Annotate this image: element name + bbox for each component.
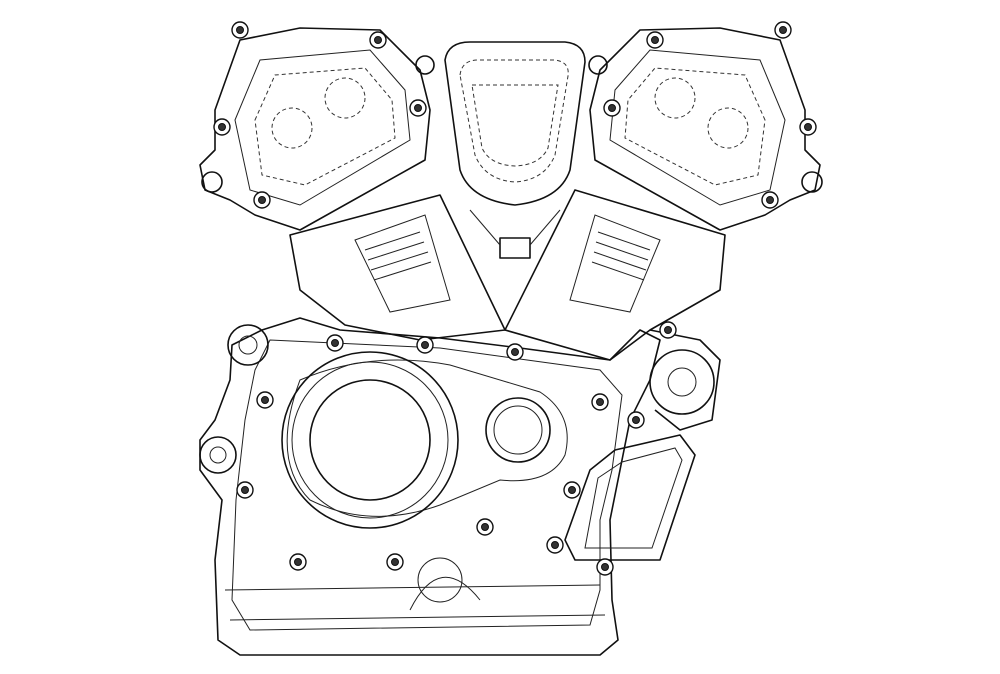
side-cover [564, 434, 696, 561]
bolt-center [481, 523, 489, 531]
bolt-center [511, 348, 519, 356]
bolt-center [596, 398, 604, 406]
bolt-center [804, 123, 812, 131]
bolt-center [331, 339, 339, 347]
bolt-center [421, 341, 429, 349]
bolt-center [632, 416, 640, 424]
bolt-center [414, 104, 422, 112]
right-cylinder [504, 189, 726, 361]
bolt-center [664, 326, 672, 334]
bolt-center [374, 36, 382, 44]
bolt-center [261, 396, 269, 404]
bolt-center [241, 486, 249, 494]
bolt-center [779, 26, 787, 34]
primary-cover [281, 351, 568, 529]
bolt-center [294, 558, 302, 566]
bolt-center [601, 563, 609, 571]
bolt-center [551, 541, 559, 549]
bolt-center [651, 36, 659, 44]
bolt-center [258, 196, 266, 204]
intake-cover [444, 41, 586, 259]
bolt-group [213, 21, 817, 576]
left-mount-tabs [199, 324, 269, 474]
bolt-center [568, 486, 576, 494]
bolt-center [391, 558, 399, 566]
bolt-center [766, 196, 774, 204]
bolt-center [218, 123, 226, 131]
right-accessory [649, 329, 721, 431]
bolt-center [236, 26, 244, 34]
bolt-center [608, 104, 616, 112]
